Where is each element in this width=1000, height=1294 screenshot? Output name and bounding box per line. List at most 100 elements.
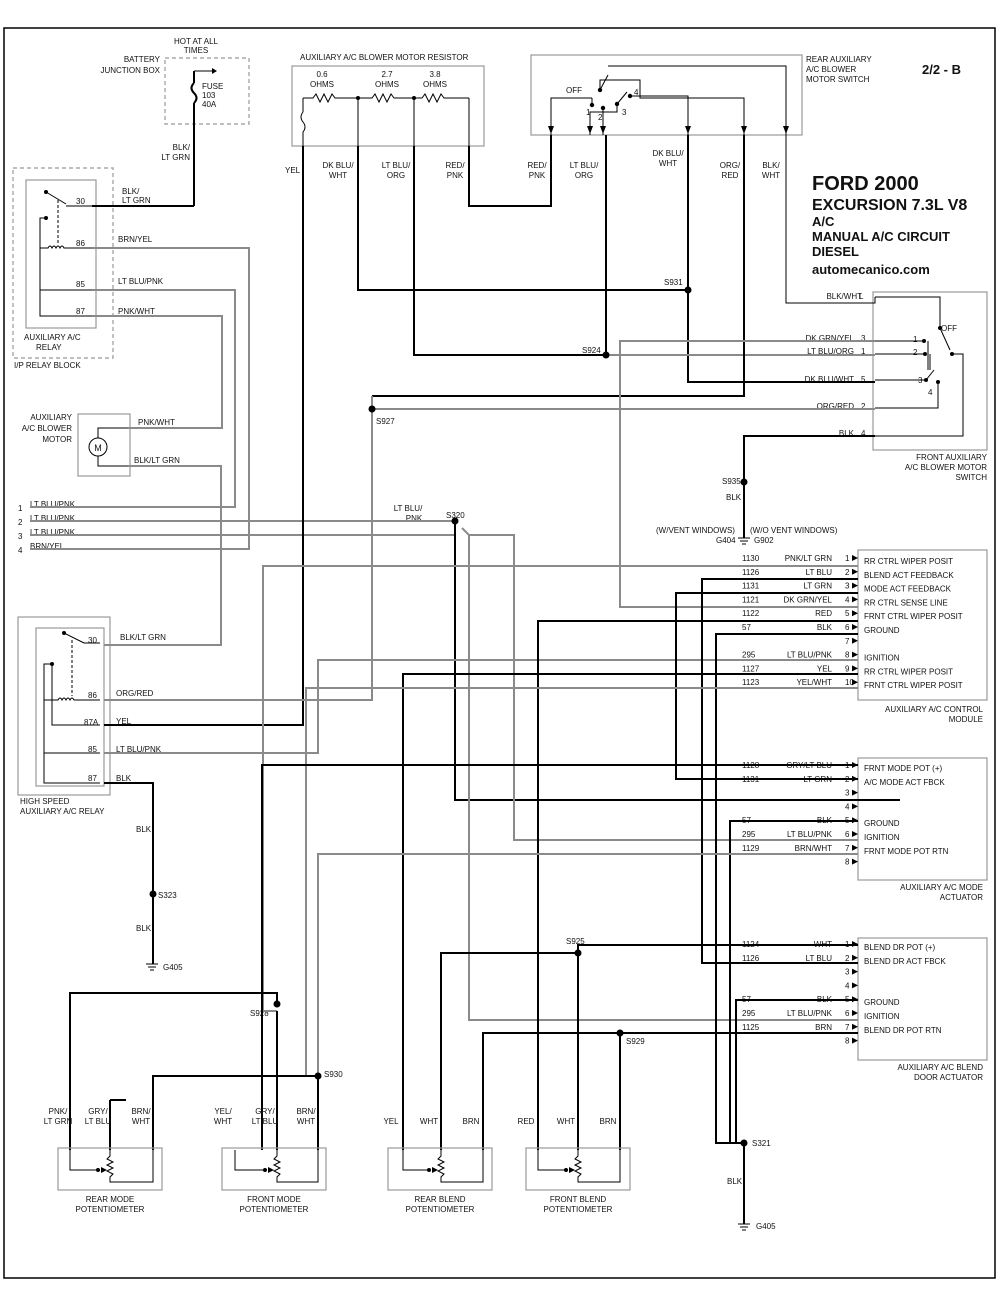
splice-s321: S321 xyxy=(752,1139,771,1148)
battery-junction-box: BATTERY JUNCTION BOX HOT AT ALL TIMES FU… xyxy=(100,37,250,206)
splice-s924: S924 xyxy=(582,346,601,355)
control_module-pin-2: 2 xyxy=(845,568,850,577)
g404-label: G404 xyxy=(716,536,736,545)
splice-s927: S927 xyxy=(376,417,395,426)
front-switch-c4: 4 xyxy=(928,388,933,397)
pot-1-w1-1: YEL/ xyxy=(214,1107,232,1116)
lc-wire-4: BRN/YEL xyxy=(30,542,65,551)
blower-motor-resistor: AUXILIARY A/C BLOWER MOTOR RESISTOR 0.6 … xyxy=(291,53,485,147)
pot-2-w3-1: BRN xyxy=(463,1117,480,1126)
rear-switch-off: OFF xyxy=(566,86,582,95)
s320-wire-1: LT BLU/ xyxy=(394,504,423,513)
pot-0-w2-1: GRY/ xyxy=(88,1107,108,1116)
front-blower-motor-switch: FRONT AUXILIARY A/C BLOWER MOTOR SWITCH … xyxy=(805,291,988,482)
r2-unit: OHMS xyxy=(375,80,399,89)
page-border xyxy=(3,27,996,1279)
hs-pin-85: 85 xyxy=(88,745,97,754)
pot-2-name-1: REAR BLEND xyxy=(414,1195,465,1204)
fs-pin-L: L xyxy=(859,292,864,301)
aux-pin-86: 86 xyxy=(76,239,85,248)
mode_actuator-pin-8: 8 xyxy=(845,858,850,867)
front-switch-label-1: FRONT AUXILIARY xyxy=(916,453,988,462)
wire-blk-c: BLK xyxy=(727,1177,743,1186)
blend-act-label-2: DOOR ACTUATOR xyxy=(914,1073,983,1082)
pot-0-name-1: REAR MODE xyxy=(86,1195,134,1204)
wire-yel-top: YEL xyxy=(285,166,301,175)
mode_actuator-func-5: GROUND xyxy=(864,819,900,828)
mode_actuator-circ-6: 295 xyxy=(742,830,756,839)
aux-ac-control-module: AUXILIARY A/C CONTROL MODULE xyxy=(857,549,988,724)
control_module-func-5: FRNT CTRL WIPER POSIT xyxy=(864,612,963,621)
left-connector: 1 LT BLU/PNK 2 LT BLU/PNK 3 LT BLU/PNK 4… xyxy=(18,500,76,555)
motor-icon: M xyxy=(94,443,102,453)
pot-0-w2-2: LT BLU xyxy=(85,1117,112,1126)
lc-num-1: 1 xyxy=(18,504,23,513)
motor-wire-1: PNK/WHT xyxy=(138,418,175,427)
control_module-circ-3: 1131 xyxy=(742,582,760,591)
control_module-func-4: RR CTRL SENSE LINE xyxy=(864,598,948,607)
blend_actuator-func-2: BLEND DR ACT FBCK xyxy=(864,957,946,966)
blend_actuator-circ-2: 1126 xyxy=(742,954,760,963)
aux-pin-85: 85 xyxy=(76,280,85,289)
rear-switch-label-1: REAR AUXILIARY xyxy=(806,55,872,64)
ccm-label-1: AUXILIARY A/C CONTROL xyxy=(885,705,984,714)
mode_actuator-wire-7: BRN/WHT xyxy=(795,844,832,853)
splice-labels: S931 S924 S927 S320 LT BLU/ PNK S323 S92… xyxy=(136,278,776,1231)
pot-1-w2-1: GRY/ xyxy=(255,1107,275,1116)
wire-redpnk-2: PNK xyxy=(447,171,464,180)
blend_actuator-pin-2: 2 xyxy=(845,954,850,963)
pot-1-name-2: POTENTIOMETER xyxy=(240,1205,309,1214)
control_module-func-1: RR CTRL WIPER POSIT xyxy=(864,557,953,566)
splice-s320: S320 xyxy=(446,511,465,520)
aux-wire-87: PNK/WHT xyxy=(118,307,155,316)
wire-orgred-1: ORG/ xyxy=(720,161,741,170)
rear-switch-pos-4: 4 xyxy=(634,88,639,97)
mode-act-label-1: AUXILIARY A/C MODE xyxy=(900,883,983,892)
motor-label-2: A/C BLOWER xyxy=(22,424,72,433)
control_module-pin-5: 5 xyxy=(845,609,850,618)
control_module-func-9: RR CTRL WIPER POSIT xyxy=(864,667,953,676)
bjb-wire-1: BLK/ xyxy=(173,143,191,152)
lc-wire-1: LT BLU/PNK xyxy=(30,500,76,509)
wiring xyxy=(30,135,900,1224)
control_module-wire-2: LT BLU xyxy=(806,568,833,577)
control_module-func-8: IGNITION xyxy=(864,654,900,663)
mode_actuator-pin-3: 3 xyxy=(845,789,850,798)
r1-value: 0.6 xyxy=(316,70,328,79)
mode_actuator-pin-7: 7 xyxy=(845,844,850,853)
title-make: FORD 2000 xyxy=(812,173,919,195)
fs-pin-4: 4 xyxy=(861,429,866,438)
pot-1-w1-2: WHT xyxy=(214,1117,232,1126)
splice-s925: S925 xyxy=(566,937,585,946)
hs-pin-87: 87 xyxy=(88,774,97,783)
lc-wire-2: LT BLU/PNK xyxy=(30,514,76,523)
hs-relay-label-1: HIGH SPEED xyxy=(20,797,70,806)
wire-dkblu-2: WHT xyxy=(329,171,347,180)
hs-pin-87a: 87A xyxy=(84,718,99,727)
ccm-label-2: MODULE xyxy=(949,715,983,724)
g902-note: (W/O VENT WINDOWS) xyxy=(750,526,838,535)
control_module-wire-8: LT BLU/PNK xyxy=(787,651,833,660)
auxiliary-ac-relay: AUXILIARY A/C RELAY I/P RELAY BLOCK 30 8… xyxy=(12,167,164,370)
pot-3-w2-1: WHT xyxy=(557,1117,575,1126)
pot-0-w1-2: LT GRN xyxy=(44,1117,73,1126)
pot-1-w3-1: BRN/ xyxy=(296,1107,316,1116)
fs-wire-1: LT BLU/ORG xyxy=(807,347,854,356)
title-engine: DIESEL xyxy=(812,244,859,259)
hs-wire-87: BLK xyxy=(116,774,132,783)
lc-num-4: 4 xyxy=(18,546,23,555)
fs-pin-2: 2 xyxy=(861,402,866,411)
hs-wire-86: ORG/RED xyxy=(116,689,154,698)
s935-wire: BLK xyxy=(726,493,742,502)
bjb-label-1: BATTERY xyxy=(124,55,161,64)
pot-3-w3-1: BRN xyxy=(600,1117,617,1126)
mode_actuator-pin-6: 6 xyxy=(845,830,850,839)
splice-s931: S931 xyxy=(664,278,683,287)
control_module-circ-5: 1122 xyxy=(742,609,760,618)
blend_actuator-wire-6: LT BLU/PNK xyxy=(787,1009,833,1018)
front-switch-c1: 1 xyxy=(913,335,918,344)
wire-ltbluorg2-2: ORG xyxy=(575,171,593,180)
